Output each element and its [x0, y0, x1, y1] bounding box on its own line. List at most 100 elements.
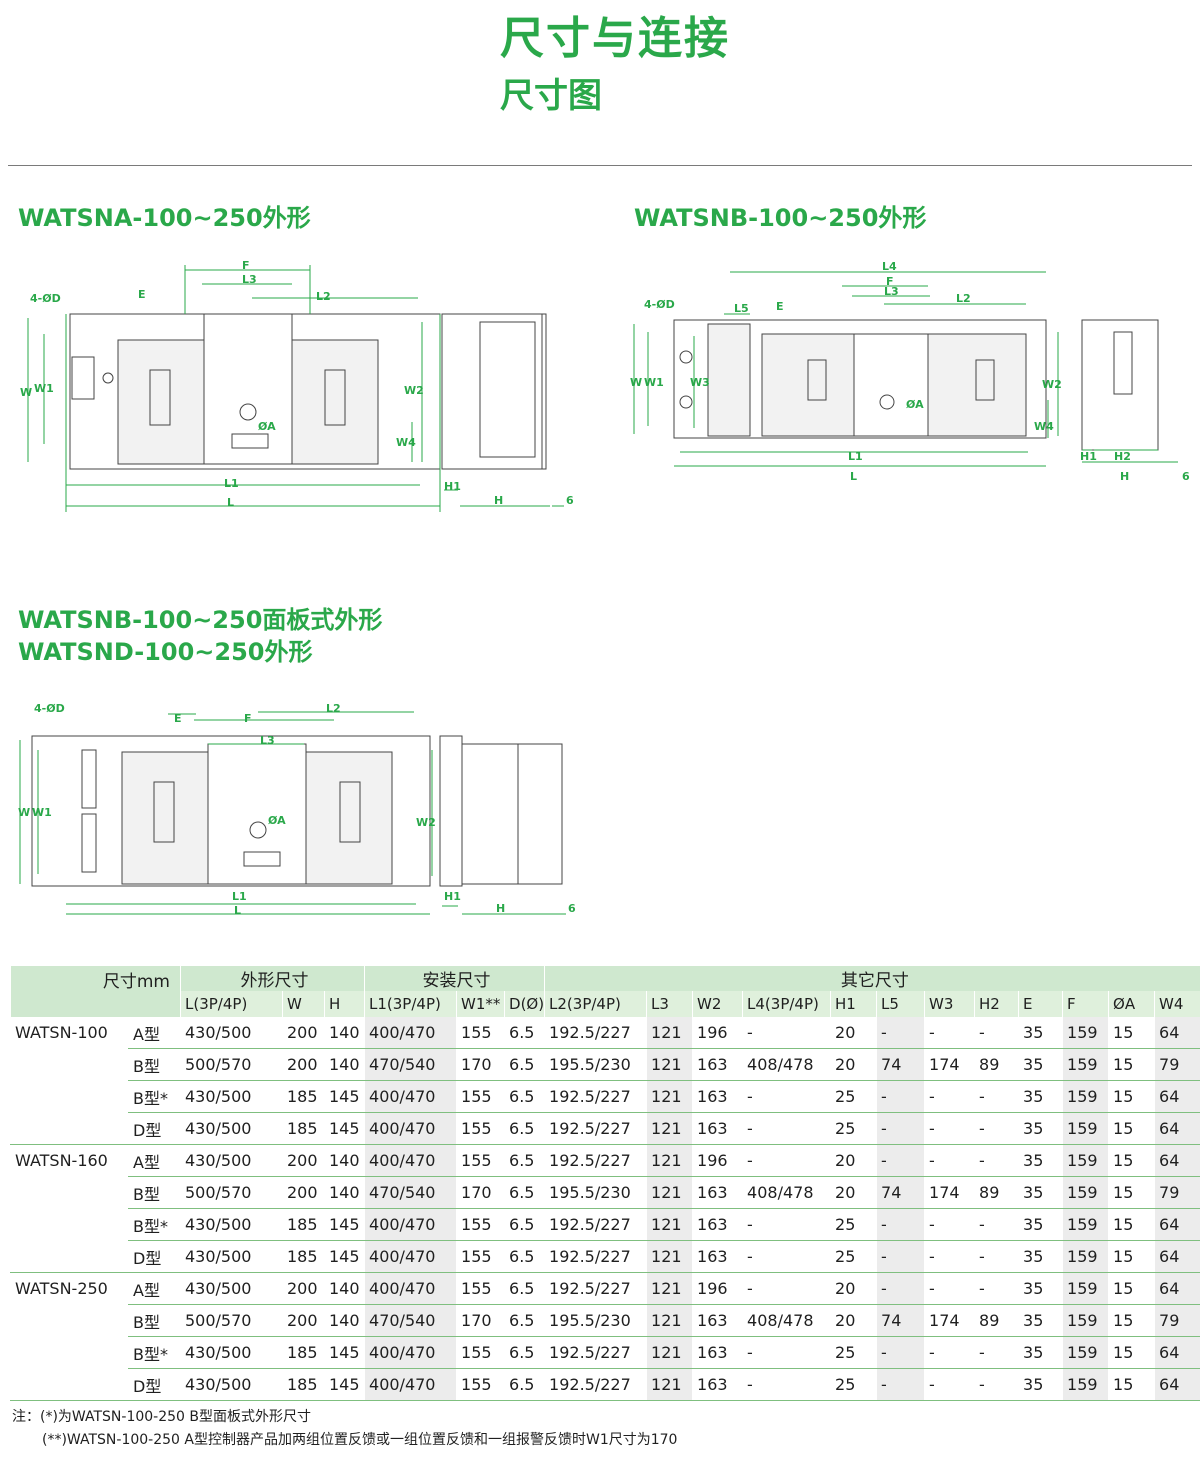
svg-text:F: F	[242, 259, 250, 272]
svg-text:F: F	[886, 275, 894, 288]
table-cell: 6.5	[504, 1368, 545, 1401]
table-cell: 400/470	[364, 1208, 457, 1241]
table-cell: 15	[1108, 1272, 1155, 1305]
table-cell: 15	[1108, 1240, 1155, 1273]
table-cell: 6.5	[504, 1240, 545, 1273]
table-cell: 25	[830, 1368, 877, 1401]
table-cell: 430/500	[180, 1112, 283, 1145]
svg-text:L1: L1	[848, 450, 863, 463]
variant-cell: B型*	[128, 1336, 181, 1369]
table-cell: 408/478	[742, 1048, 831, 1081]
table-cell: 155	[456, 1368, 505, 1401]
table-cell: -	[974, 1208, 1019, 1241]
table-cell: 196	[692, 1272, 743, 1305]
column-header: L3	[646, 991, 693, 1017]
table-cell: 64	[1154, 1208, 1200, 1241]
table-cell: 159	[1062, 1144, 1109, 1177]
table-cell: -	[924, 1080, 975, 1113]
model-cell	[10, 1304, 129, 1337]
table-cell: 155	[456, 1240, 505, 1273]
table-cell: 196	[692, 1144, 743, 1177]
table-cell: -	[924, 1144, 975, 1177]
model-cell: WATSN-250	[10, 1272, 129, 1305]
table-cell: 15	[1108, 1304, 1155, 1337]
table-cell: 145	[323, 1368, 365, 1401]
table-cell: 163	[692, 1176, 743, 1209]
variant-cell: A型	[128, 1144, 181, 1177]
table-cell: 121	[646, 1208, 693, 1241]
svg-text:L2: L2	[316, 290, 331, 303]
table-cell: -	[742, 1144, 831, 1177]
svg-text:W1: W1	[644, 376, 664, 389]
table-cell: 159	[1062, 1368, 1109, 1401]
table-cell: 400/470	[364, 1112, 457, 1145]
table-cell: 35	[1018, 1208, 1063, 1241]
table-cell: -	[924, 1112, 975, 1145]
variant-cell: B型	[128, 1304, 181, 1337]
section-title-watsnb-panel: WATSNB-100~250面板式外形	[18, 606, 383, 634]
svg-text:L5: L5	[734, 302, 749, 315]
table-cell: -	[876, 1240, 925, 1273]
variant-cell: D型	[128, 1112, 181, 1145]
table-cell: 6.5	[504, 1208, 545, 1241]
table-cell: 64	[1154, 1112, 1200, 1145]
svg-text:4-ØD: 4-ØD	[644, 298, 675, 311]
table-cell: 15	[1108, 1144, 1155, 1177]
drawing-watsnb: 4-ØD L5 E L4 F L3 L2 L1 L ØA W W1 W3 W2 …	[630, 260, 1190, 483]
svg-text:E: E	[138, 288, 146, 301]
table-cell: 6.5	[504, 1336, 545, 1369]
table-cell: 35	[1018, 1368, 1063, 1401]
table-cell: 145	[323, 1112, 365, 1145]
table-cell: 155	[456, 1144, 505, 1177]
table-cell: 159	[1062, 1208, 1109, 1241]
table-cell: 430/500	[180, 1017, 283, 1049]
column-header: F	[1062, 991, 1109, 1017]
table-cell: 155	[456, 1208, 505, 1241]
model-cell	[10, 1336, 129, 1369]
column-header: W3	[924, 991, 975, 1017]
table-cell: 174	[924, 1176, 975, 1209]
table-cell: -	[742, 1272, 831, 1305]
table-cell: 400/470	[364, 1336, 457, 1369]
table-cell: 15	[1108, 1336, 1155, 1369]
table-cell: 121	[646, 1176, 693, 1209]
table-cell: 35	[1018, 1017, 1063, 1049]
table-cell: 470/540	[364, 1048, 457, 1081]
svg-text:L3: L3	[242, 273, 257, 286]
table-cell: 35	[1018, 1144, 1063, 1177]
table-cell: 163	[692, 1208, 743, 1241]
table-cell: -	[924, 1272, 975, 1305]
svg-text:L: L	[850, 470, 857, 483]
svg-text:W1: W1	[32, 806, 52, 819]
table-cell: -	[742, 1112, 831, 1145]
table-cell: -	[924, 1336, 975, 1369]
table-cell: 500/570	[180, 1048, 283, 1081]
svg-text:L2: L2	[326, 702, 341, 715]
table-cell: 145	[323, 1336, 365, 1369]
table-cell: 430/500	[180, 1240, 283, 1273]
table-cell: 159	[1062, 1304, 1109, 1337]
table-cell: 6.5	[504, 1176, 545, 1209]
model-cell	[10, 1112, 129, 1145]
column-header: L1(3P/4P)	[364, 991, 457, 1017]
group-header-outline: 外形尺寸	[179, 966, 365, 991]
svg-text:4-ØD: 4-ØD	[30, 292, 61, 305]
svg-text:W3: W3	[690, 376, 710, 389]
column-header: L(3P/4P)	[180, 991, 283, 1017]
table-cell: 145	[323, 1208, 365, 1241]
table-cell: 64	[1154, 1368, 1200, 1401]
table-cell: -	[876, 1208, 925, 1241]
svg-text:ØA: ØA	[258, 420, 276, 433]
svg-text:L2: L2	[956, 292, 971, 305]
table-cell: 400/470	[364, 1080, 457, 1113]
table-cell: 25	[830, 1080, 877, 1113]
table-cell: -	[742, 1240, 831, 1273]
table-cell: 35	[1018, 1240, 1063, 1273]
table-cell: -	[924, 1017, 975, 1049]
table-cell: 15	[1108, 1048, 1155, 1081]
table-cell: -	[974, 1144, 1019, 1177]
